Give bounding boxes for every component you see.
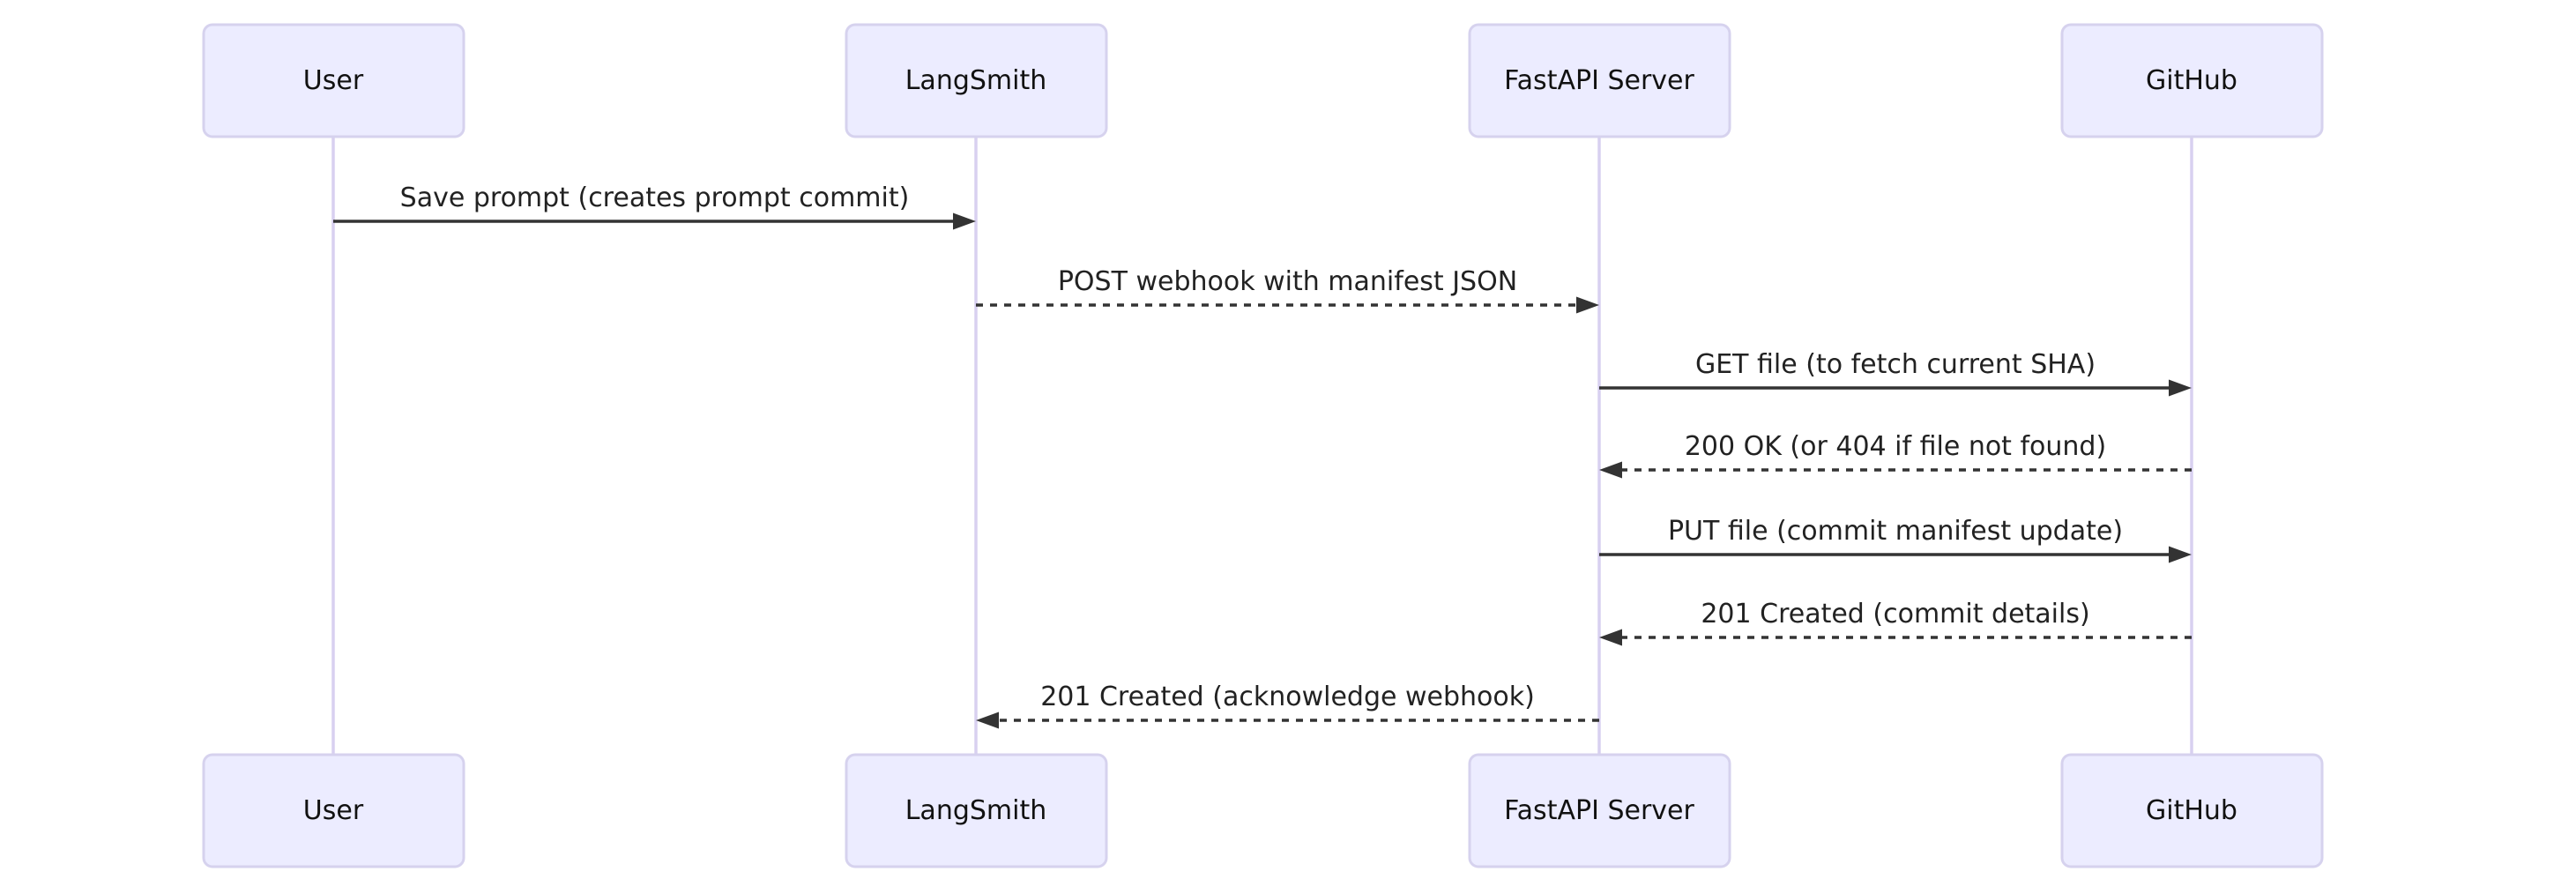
- actor-label-github: GitHub: [2146, 65, 2237, 96]
- actor-label-lang: LangSmith: [905, 795, 1047, 826]
- actors-bottom-group: User LangSmith FastAPI Server GitHub: [202, 753, 2324, 868]
- actor-label-user: User: [303, 65, 364, 96]
- actor-box-user-bottom[interactable]: User: [202, 753, 465, 868]
- actor-box-fastapi-bottom[interactable]: FastAPI Server: [1468, 753, 1731, 868]
- message-2: POST webhook with manifest JSON: [976, 266, 1599, 314]
- message-label-1: Save prompt (creates prompt commit): [400, 183, 910, 213]
- actor-rect-lang[interactable]: [845, 23, 1108, 138]
- message-label-2: POST webhook with manifest JSON: [1058, 266, 1517, 297]
- message-arrowhead-3: [2169, 379, 2192, 397]
- actor-rect-fastapi[interactable]: [1468, 753, 1731, 868]
- message-label-5: PUT file (commit manifest update): [1668, 516, 2123, 547]
- message-arrowhead-2: [1576, 296, 1599, 314]
- actor-rect-github[interactable]: [2060, 23, 2324, 138]
- actor-box-lang-bottom[interactable]: LangSmith: [845, 753, 1108, 868]
- message-5: PUT file (commit manifest update): [1599, 516, 2192, 563]
- actor-rect-lang[interactable]: [845, 753, 1108, 868]
- actor-rect-github[interactable]: [2060, 753, 2324, 868]
- message-4: 200 OK (or 404 if file not found): [1599, 431, 2192, 479]
- message-arrowhead-1: [953, 212, 976, 230]
- message-6: 201 Created (commit details): [1599, 599, 2192, 646]
- actor-box-user-top[interactable]: User: [202, 23, 465, 138]
- message-arrowhead-5: [2169, 546, 2192, 563]
- actor-rect-user[interactable]: [202, 23, 465, 138]
- message-arrowhead-6: [1599, 629, 1622, 646]
- actor-label-github: GitHub: [2146, 795, 2237, 826]
- message-1: Save prompt (creates prompt commit): [333, 183, 976, 230]
- message-label-4: 200 OK (or 404 if file not found): [1685, 431, 2106, 462]
- message-arrowhead-7: [976, 711, 999, 729]
- actor-rect-user[interactable]: [202, 753, 465, 868]
- message-7: 201 Created (acknowledge webhook): [976, 682, 1599, 729]
- actor-label-fastapi: FastAPI Server: [1504, 65, 1694, 96]
- actor-box-fastapi-top[interactable]: FastAPI Server: [1468, 23, 1731, 138]
- actors-top-group: User LangSmith FastAPI Server GitHub: [202, 23, 2324, 138]
- messages-group: Save prompt (creates prompt commit) POST …: [333, 183, 2192, 729]
- message-label-3: GET file (to fetch current SHA): [1695, 349, 2096, 380]
- lifelines-group: [331, 137, 2193, 755]
- actor-rect-fastapi[interactable]: [1468, 23, 1731, 138]
- message-label-7: 201 Created (acknowledge webhook): [1040, 682, 1535, 712]
- actor-label-user: User: [303, 795, 364, 826]
- message-label-6: 201 Created (commit details): [1701, 599, 2089, 630]
- actor-box-github-top[interactable]: GitHub: [2060, 23, 2324, 138]
- message-arrowhead-4: [1599, 461, 1622, 479]
- actor-box-lang-top[interactable]: LangSmith: [845, 23, 1108, 138]
- message-3: GET file (to fetch current SHA): [1599, 349, 2192, 397]
- actor-box-github-bottom[interactable]: GitHub: [2060, 753, 2324, 868]
- actor-label-lang: LangSmith: [905, 65, 1047, 96]
- actor-label-fastapi: FastAPI Server: [1504, 795, 1694, 826]
